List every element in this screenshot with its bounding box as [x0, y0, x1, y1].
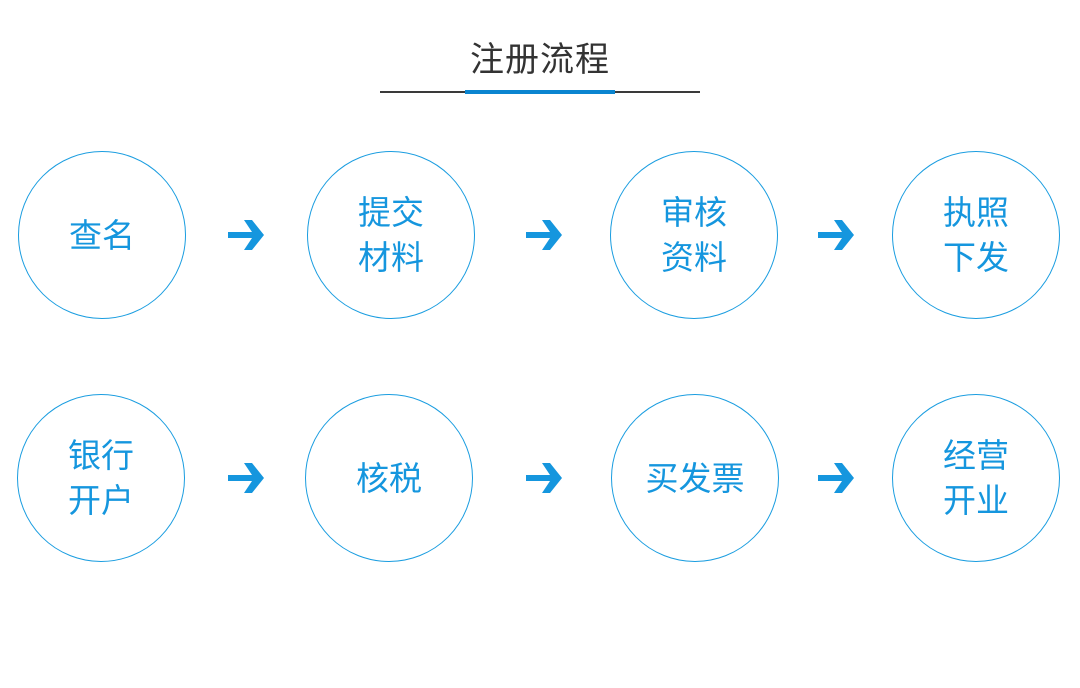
step-circle: 审核资料: [610, 151, 778, 319]
step-label-line: 查名: [69, 215, 135, 255]
step-circle: 经营开业: [892, 394, 1060, 562]
step-label: 买发票: [625, 456, 765, 501]
step-label: 查名: [32, 213, 172, 258]
step-label-line: 买发票: [645, 458, 745, 498]
step-label-line: 下发: [943, 238, 1009, 277]
step-label-line: 审核: [661, 193, 727, 232]
step-label-line: 核税: [356, 458, 422, 498]
title-underline-accent: [465, 90, 615, 94]
arrow-right-icon: [526, 463, 562, 493]
step-label: 提交材料: [321, 190, 461, 280]
page-title: 注册流程: [470, 40, 610, 80]
step-circle: 核税: [305, 394, 473, 562]
step-circle: 银行开户: [17, 394, 185, 562]
step-label-line: 开业: [943, 481, 1009, 520]
step-label: 经营开业: [906, 433, 1046, 523]
step-label-line: 资料: [661, 238, 727, 277]
step-circle: 执照下发: [892, 151, 1060, 319]
arrow-right-icon: [526, 220, 562, 250]
step-label-line: 银行: [68, 436, 134, 475]
arrow-right-icon: [228, 463, 264, 493]
step-label-line: 经营: [943, 436, 1009, 475]
step-label: 银行开户: [31, 433, 171, 523]
step-label-line: 提交: [358, 193, 424, 232]
arrow-right-icon: [818, 463, 854, 493]
step-label: 核税: [319, 456, 459, 501]
step-circle: 查名: [18, 151, 186, 319]
step-label: 审核资料: [624, 190, 764, 280]
step-circle: 买发票: [611, 394, 779, 562]
step-label-line: 开户: [68, 481, 134, 520]
step-label-line: 材料: [358, 238, 424, 277]
arrow-right-icon: [228, 220, 264, 250]
step-label-line: 执照: [943, 193, 1009, 232]
step-circle: 提交材料: [307, 151, 475, 319]
arrow-right-icon: [818, 220, 854, 250]
step-label: 执照下发: [906, 190, 1046, 280]
